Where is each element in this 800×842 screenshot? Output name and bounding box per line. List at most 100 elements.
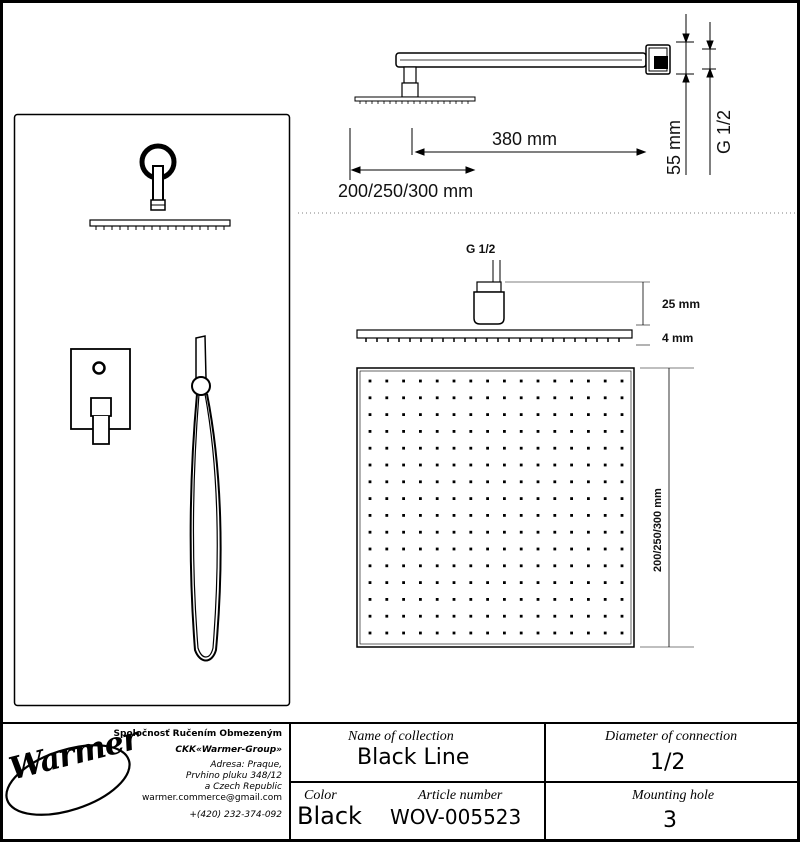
nozzle — [385, 379, 389, 383]
nozzle — [402, 530, 405, 534]
nozzle — [553, 430, 557, 433]
nozzle — [419, 514, 422, 517]
nozzle — [385, 497, 389, 500]
nozzle — [435, 497, 439, 500]
nozzle — [402, 598, 405, 601]
nozzle — [570, 379, 573, 383]
nozzle — [486, 430, 489, 433]
nozzle — [587, 480, 590, 484]
connector-height-label: 25 mm — [662, 297, 701, 311]
nozzle — [486, 581, 489, 584]
thread-side-label: G 1/2 — [714, 109, 734, 154]
nozzle — [553, 413, 557, 416]
company-email: warmer.commerce@gmail.com — [141, 793, 282, 803]
nozzle — [385, 480, 389, 484]
company-phone: +(420) 232-374-092 — [189, 810, 282, 820]
nozzle — [469, 463, 473, 467]
nozzle — [553, 480, 557, 484]
nozzle — [503, 446, 506, 450]
nozzle — [603, 379, 607, 383]
nozzle — [452, 530, 456, 534]
nozzle — [553, 514, 557, 517]
nozzle — [620, 396, 624, 400]
nozzle — [402, 614, 405, 618]
nozzle — [486, 598, 489, 601]
company-address-3: a Czech Republic — [204, 782, 282, 792]
company-group: CKK«Warmer-Group» — [175, 745, 282, 755]
nozzle — [452, 514, 456, 517]
nozzle — [402, 430, 405, 433]
nozzle — [469, 614, 473, 618]
nozzle — [603, 413, 607, 416]
nozzle — [519, 463, 523, 467]
nozzle — [419, 614, 422, 618]
nozzle — [587, 463, 590, 467]
nozzle — [503, 514, 506, 517]
connection-value: 1/2 — [650, 750, 686, 775]
nozzle — [570, 396, 573, 400]
nozzle — [620, 413, 624, 416]
nozzle — [587, 379, 590, 383]
color-label: Color — [304, 788, 337, 803]
nozzle — [452, 430, 456, 433]
nozzle — [519, 598, 523, 601]
nozzle — [553, 497, 557, 500]
small-shower-head-icon — [89, 219, 231, 230]
nozzle — [570, 581, 573, 584]
nozzle — [536, 564, 540, 568]
nozzle — [435, 581, 439, 584]
nozzle — [503, 463, 506, 467]
nozzle — [469, 564, 473, 568]
nozzle — [452, 564, 456, 568]
nozzle — [469, 598, 473, 601]
head-thickness-label: 4 mm — [662, 331, 694, 345]
thread-top-label: G 1/2 — [466, 242, 496, 256]
head-side-view — [356, 260, 650, 346]
nozzle — [452, 631, 456, 635]
nozzle — [553, 446, 557, 450]
nozzle — [503, 497, 506, 500]
nozzle — [503, 564, 506, 568]
nozzle — [368, 413, 372, 416]
nozzle — [402, 463, 405, 467]
nozzle — [402, 514, 405, 517]
nozzle — [452, 480, 456, 484]
nozzle — [469, 547, 473, 551]
nozzle — [419, 530, 422, 534]
nozzle — [435, 631, 439, 635]
nozzle — [536, 631, 540, 635]
nozzle — [402, 413, 405, 416]
nozzle — [368, 463, 372, 467]
color-value: Black — [297, 802, 362, 830]
nozzle — [587, 413, 590, 416]
nozzle — [385, 463, 389, 467]
nozzle — [519, 564, 523, 568]
nozzle — [435, 530, 439, 534]
nozzle — [536, 614, 540, 618]
nozzle — [469, 430, 473, 433]
nozzle — [620, 530, 624, 534]
nozzle — [419, 463, 422, 467]
nozzle — [536, 430, 540, 433]
nozzle — [536, 497, 540, 500]
nozzle — [435, 446, 439, 450]
nozzle — [435, 598, 439, 601]
nozzle — [419, 497, 422, 500]
nozzle — [587, 598, 590, 601]
nozzle — [536, 530, 540, 534]
nozzle — [452, 581, 456, 584]
nozzle — [553, 631, 557, 635]
nozzle — [587, 396, 590, 400]
nozzle — [603, 514, 607, 517]
nozzle — [553, 379, 557, 383]
nozzle — [368, 446, 372, 450]
nozzle — [553, 564, 557, 568]
nozzle — [419, 631, 422, 635]
nozzle — [620, 430, 624, 433]
nozzle — [603, 581, 607, 584]
nozzle — [469, 581, 473, 584]
nozzle — [385, 598, 389, 601]
nozzle — [519, 581, 523, 584]
nozzle — [603, 497, 607, 500]
